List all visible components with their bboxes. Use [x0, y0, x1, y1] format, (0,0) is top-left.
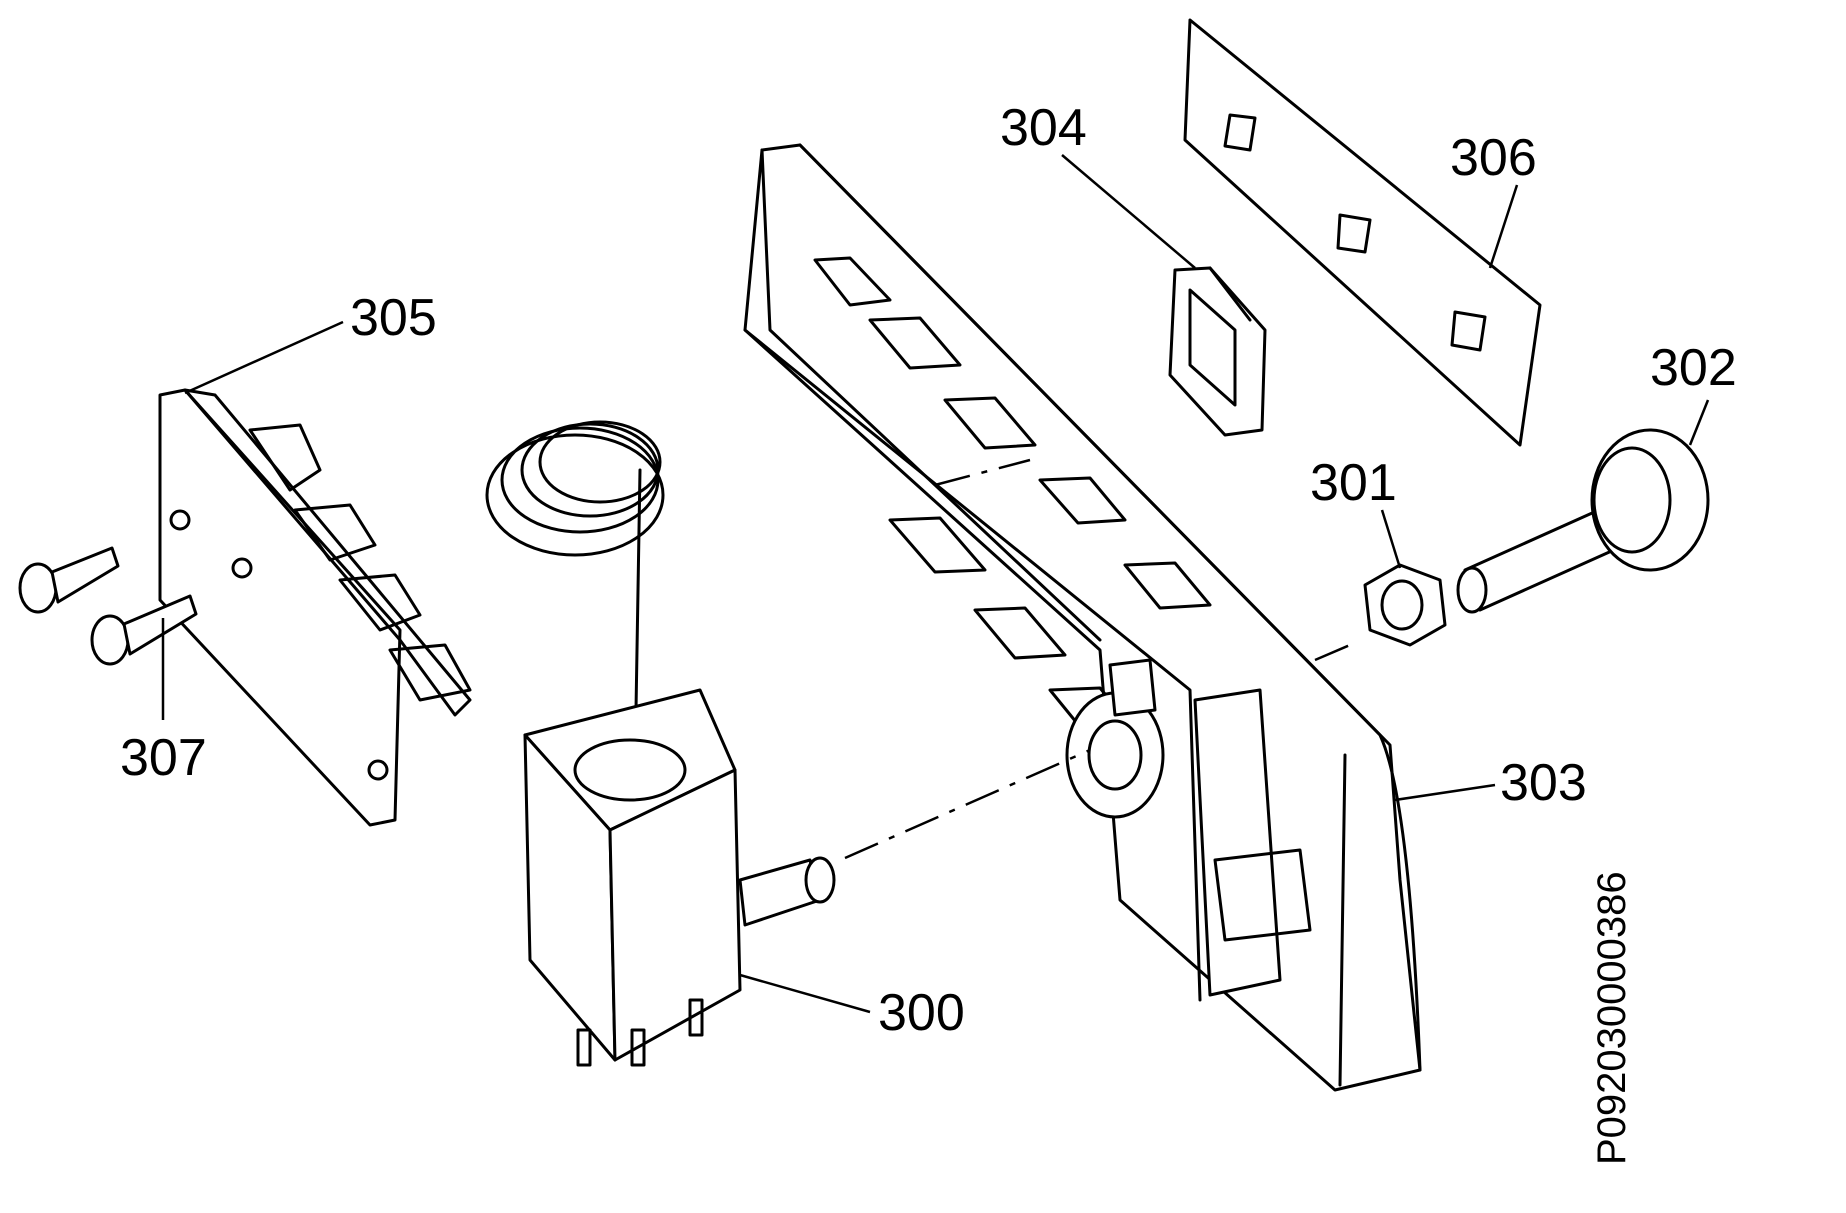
- part-307-screws: [18, 546, 198, 666]
- label-304: 304: [1000, 99, 1087, 157]
- part-300-thermostat: [485, 420, 836, 1067]
- part-304-button: [1168, 266, 1267, 437]
- leader-lines: [161, 154, 1710, 1014]
- label-306: 306: [1450, 129, 1537, 187]
- label-301: 301: [1310, 454, 1397, 512]
- label-305: 305: [350, 289, 437, 347]
- part-305-switch-bracket: [158, 388, 472, 827]
- part-306-panel-plate: [1183, 18, 1542, 447]
- label-307: 307: [120, 729, 207, 787]
- document-number: P092030000386: [1590, 871, 1634, 1165]
- label-300: 300: [878, 984, 965, 1042]
- label-302: 302: [1650, 339, 1737, 397]
- label-303: 303: [1500, 754, 1587, 812]
- part-301-hex-nut: [1363, 563, 1447, 647]
- assembly-axis-lines: [844, 458, 1351, 860]
- part-302-knob: [1456, 428, 1710, 614]
- part-303-housing: [743, 143, 1422, 1092]
